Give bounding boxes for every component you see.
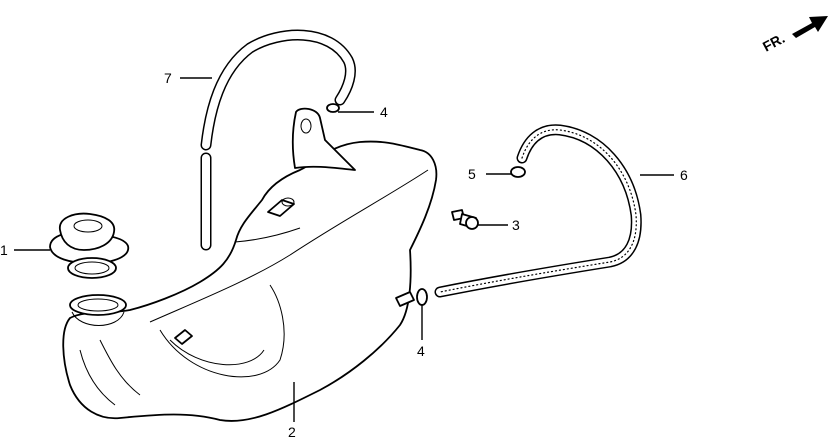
callout-2: 2 — [288, 424, 296, 440]
callout-4-top: 4 — [380, 104, 388, 120]
clip-4-top — [326, 103, 340, 113]
front-label: FR. — [760, 30, 787, 55]
callout-5: 5 — [468, 166, 476, 182]
callout-3: 3 — [512, 217, 520, 233]
bolt-3 — [451, 209, 479, 230]
callout-7: 7 — [164, 70, 172, 86]
reservoir-tank — [62, 107, 438, 422]
hose-7 — [200, 29, 356, 251]
hose-6 — [434, 124, 642, 298]
reservoir-cap — [49, 212, 130, 279]
clip-5 — [510, 166, 526, 178]
clip-4-bottom — [416, 288, 428, 306]
callouts: 1 2 3 4 4 5 6 7 — [0, 70, 688, 440]
leader-lines — [14, 77, 674, 422]
front-arrow-icon — [792, 16, 828, 38]
callout-6: 6 — [680, 167, 688, 183]
callout-1: 1 — [0, 242, 8, 258]
callout-4-bottom: 4 — [417, 343, 425, 359]
front-arrow-indicator: FR. — [760, 16, 828, 55]
